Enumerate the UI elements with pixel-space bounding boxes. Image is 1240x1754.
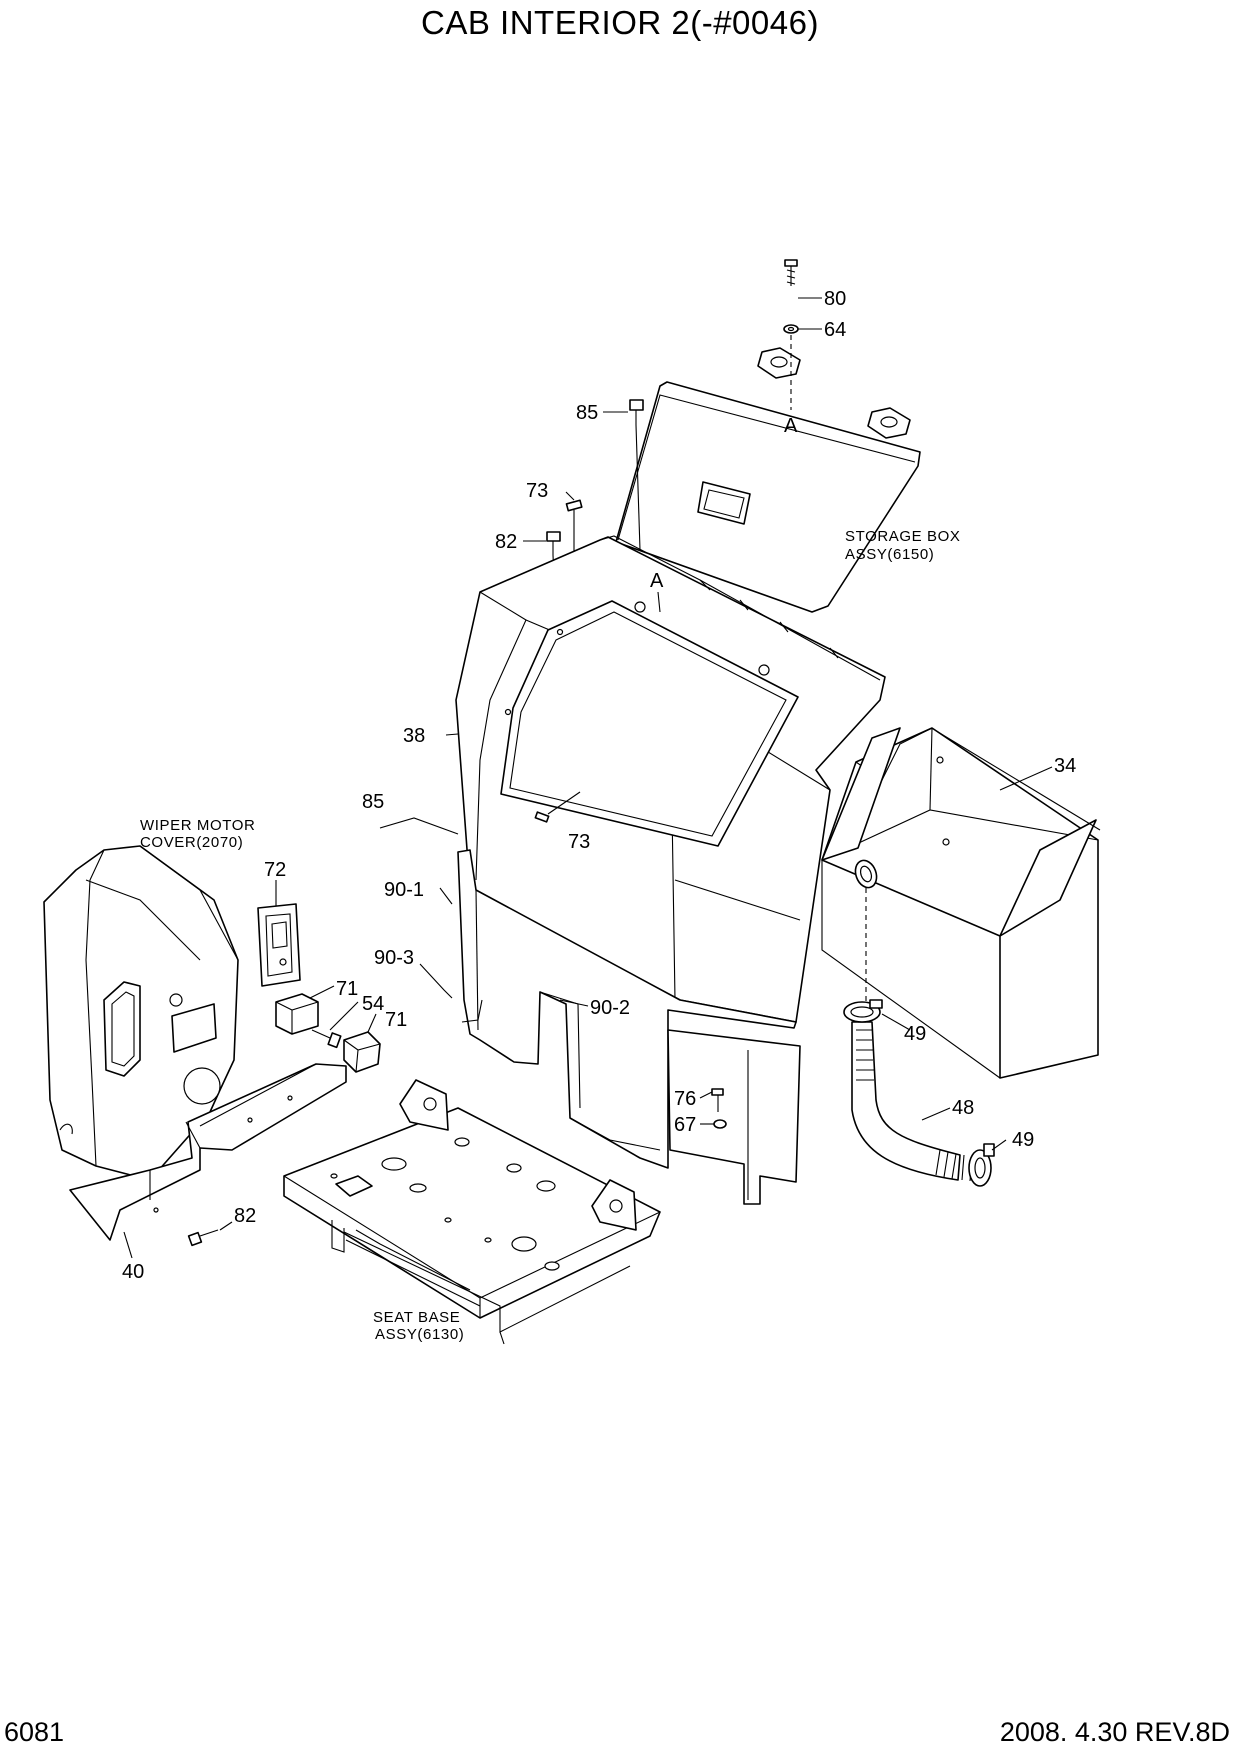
callout-71-b: 71 xyxy=(385,1009,407,1031)
drain-hose-48 xyxy=(851,1021,973,1182)
reference-a-bottom: A xyxy=(650,570,664,592)
hose-clamp-49-top xyxy=(843,999,883,1023)
callout-76: 76 xyxy=(674,1088,696,1110)
seat-base xyxy=(283,1079,661,1345)
hinge-right xyxy=(867,407,911,439)
callout-73-mid: 73 xyxy=(568,831,590,853)
callout-90-3: 90-3 xyxy=(374,947,414,969)
leader-lines xyxy=(123,297,1053,1259)
callout-90-1: 90-1 xyxy=(384,879,424,901)
callout-38: 38 xyxy=(403,725,425,747)
callout-64: 64 xyxy=(824,319,846,341)
hose-clamp-49-bottom xyxy=(968,1143,995,1187)
wiper-motor-label-line1: WIPER MOTOR xyxy=(140,817,256,834)
revision-date: 2008. 4.30 REV.8D xyxy=(999,1717,1230,1747)
callout-34: 34 xyxy=(1054,755,1076,777)
screw-54 xyxy=(311,1029,342,1049)
reference-a-top: A xyxy=(784,415,798,437)
cap-71-b xyxy=(343,1031,381,1073)
callout-85-top: 85 xyxy=(576,402,598,424)
clip-73-mid xyxy=(534,811,550,823)
callout-49-top: 49 xyxy=(904,1023,926,1045)
lower-panel-90 xyxy=(457,849,797,1169)
storage-box-34 xyxy=(821,727,1101,1079)
washer-64 xyxy=(783,324,799,334)
clip-73-top xyxy=(565,499,583,512)
callout-54: 54 xyxy=(362,993,384,1015)
seat-base-label-line1: SEAT BASE xyxy=(373,1309,460,1326)
console-panel-38 xyxy=(455,535,886,1023)
wiper-motor-cover xyxy=(43,845,239,1181)
screw-85-top xyxy=(629,399,644,425)
washer-67 xyxy=(713,1119,727,1129)
screw-80 xyxy=(784,259,798,286)
page-title: CAB INTERIOR 2(-#0046) xyxy=(421,4,819,41)
callout-48: 48 xyxy=(952,1097,974,1119)
callout-71-a: 71 xyxy=(336,978,358,1000)
storage-box-label-line2: ASSY(6150) xyxy=(845,546,934,563)
wiper-motor-label-line2: COVER(2070) xyxy=(140,834,243,851)
callout-73-top: 73 xyxy=(526,480,548,502)
screw-82-top xyxy=(546,531,561,555)
callout-67: 67 xyxy=(674,1114,696,1136)
callout-49-bottom: 49 xyxy=(1012,1129,1034,1151)
callout-40: 40 xyxy=(122,1261,144,1283)
seat-base-label-line2: ASSY(6130) xyxy=(375,1326,464,1343)
hinge-left xyxy=(757,347,801,379)
page-number: 6081 xyxy=(4,1717,65,1747)
side-plate xyxy=(667,1029,801,1205)
callout-80: 80 xyxy=(824,288,846,310)
callout-90-2: 90-2 xyxy=(590,997,630,1019)
callout-72: 72 xyxy=(264,859,286,881)
cap-71-a xyxy=(275,993,319,1035)
callout-82-top: 82 xyxy=(495,531,517,553)
storage-box-label-line1: STORAGE BOX xyxy=(845,528,961,545)
screw-82-bottom xyxy=(187,1229,219,1247)
console-base-40 xyxy=(69,1063,347,1241)
storage-box-lid xyxy=(615,347,921,613)
callout-85-mid: 85 xyxy=(362,791,384,813)
switch-72 xyxy=(257,903,301,987)
callout-82-bottom: 82 xyxy=(234,1205,256,1227)
